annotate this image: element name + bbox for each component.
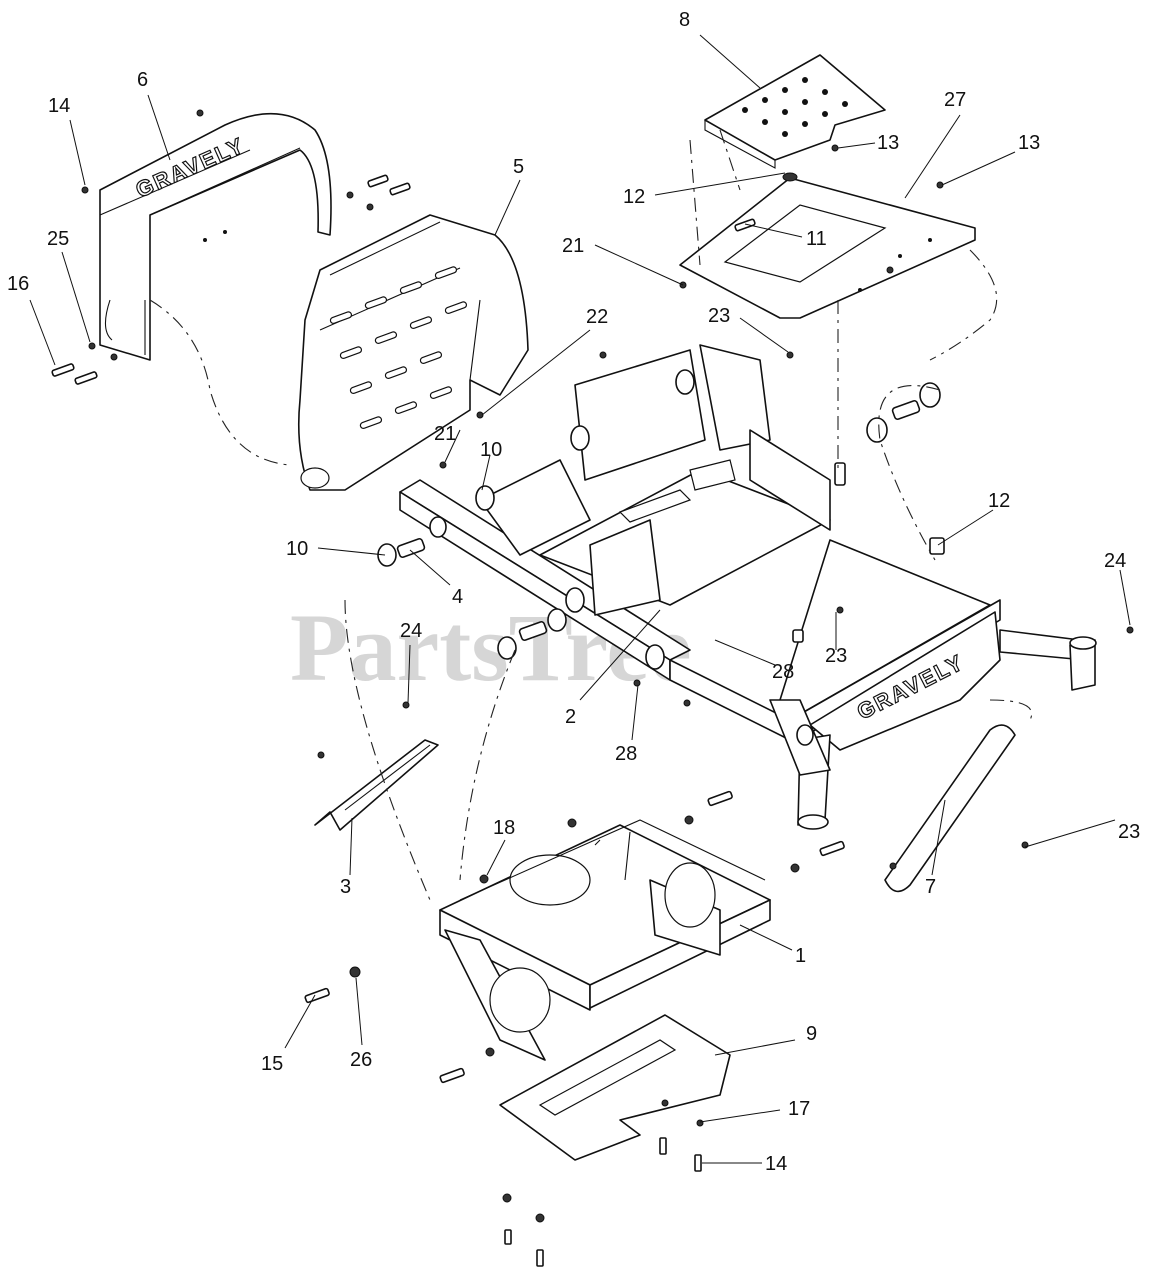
callout-14-right: 13 — [1018, 132, 1040, 154]
part-main-frame: GRAVELY — [399, 344, 1097, 830]
callout-22: 22 — [586, 306, 608, 328]
callout-10b: 10 — [286, 538, 308, 560]
callout-13: 12 — [623, 186, 645, 208]
callout-14a: 13 — [877, 132, 899, 154]
part-bumper-pad — [884, 699, 1033, 893]
part-floor-shield — [297, 214, 529, 491]
callout-leaders — [29, 34, 1131, 1164]
callout-6: 6 — [137, 69, 148, 91]
part-floor-plate — [704, 54, 886, 169]
callout-19: 17 — [788, 1098, 810, 1120]
callout-21a: 21 — [562, 235, 584, 257]
callout-15: 14 — [48, 95, 70, 117]
callout-10a: 10 — [480, 439, 502, 461]
callout-labels: 8 6 14 27 13 14 13 5 12 25 21 11 16 23 2… — [7, 9, 1140, 1175]
callout-3: 3 — [340, 876, 351, 898]
callout-18: 16 — [7, 273, 29, 295]
leader-stiff-dash — [344, 599, 431, 901]
callout-5: 5 — [513, 156, 524, 178]
callout-24a: 24 — [1104, 550, 1126, 572]
callout-27: 27 — [944, 89, 966, 111]
leader-stiff-dash2 — [459, 649, 516, 881]
callout-20: 18 — [493, 817, 515, 839]
callout-28a: 28 — [772, 661, 794, 683]
part-sub-frame — [439, 819, 771, 1061]
callout-4: 4 — [452, 586, 463, 608]
callout-25: 25 — [47, 228, 69, 250]
loose-hardware — [51, 109, 1134, 1267]
callout-23a: 23 — [708, 305, 730, 327]
callout-17: 15 — [261, 1053, 283, 1075]
callout-9: 9 — [806, 1023, 817, 1045]
callout-8: 8 — [679, 9, 690, 31]
leader-floorplate-dash — [689, 129, 741, 266]
callout-12-label: 12 — [988, 490, 1010, 512]
part-lower-plate — [499, 1014, 731, 1161]
callout-28b: 28 — [615, 743, 637, 765]
callout-23-right: 23 — [1118, 821, 1140, 843]
callout-2: 2 — [565, 706, 576, 728]
callout-23b: 23 — [825, 645, 847, 667]
leader-shield-dash — [149, 299, 291, 466]
callout-16: 14 — [765, 1153, 787, 1175]
part-plate-frame — [679, 177, 976, 319]
callout-26: 26 — [350, 1049, 372, 1071]
callout-11: 11 — [806, 228, 827, 250]
callout-7: 7 — [925, 876, 936, 898]
part-rear-shield: GRAVELY — [99, 112, 332, 361]
callout-24b: 24 — [400, 620, 422, 642]
leader-bushing-dash — [878, 385, 941, 561]
bushing-hardware — [377, 382, 945, 660]
callout-1: 1 — [795, 945, 806, 967]
leader-frame-dash — [929, 249, 998, 361]
part-stiffener — [314, 739, 439, 831]
callout-21b: 21 — [434, 423, 456, 445]
